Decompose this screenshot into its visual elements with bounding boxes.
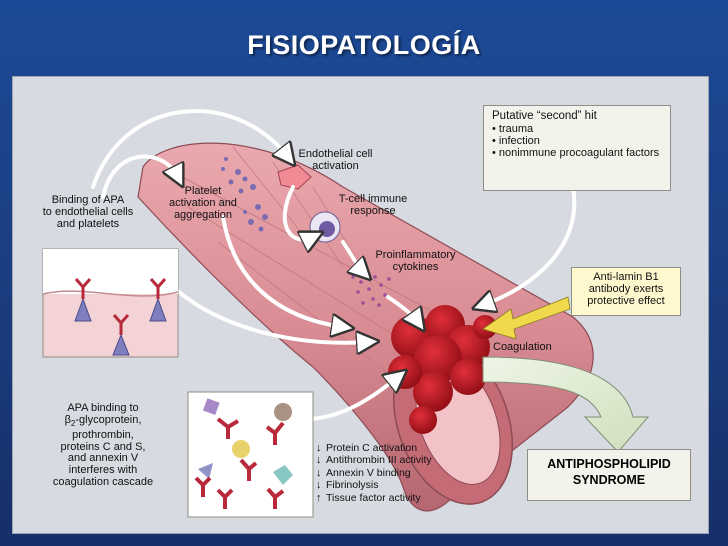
apa-binding-b2-label: APA binding to β2-glycoprotein, prothrom… bbox=[52, 402, 154, 488]
effects-list: ↓Protein C activation ↓Antithrombin III … bbox=[316, 442, 486, 504]
effect-item: ↓Antithrombin III activity bbox=[316, 454, 432, 467]
arrow-down-icon: ↓ bbox=[316, 466, 322, 479]
effect-item: ↓Protein C activation bbox=[316, 442, 418, 454]
lamin-box: Anti-lamin B1 antibody exerts protective… bbox=[571, 267, 681, 316]
arrow-down-icon: ↓ bbox=[316, 479, 322, 492]
endothelial-inset bbox=[42, 248, 179, 358]
second-hit-item: trauma bbox=[492, 123, 664, 135]
second-hit-list: trauma infection nonimmune procoagulant … bbox=[484, 123, 670, 159]
second-hit-box: Putative “second” hit trauma infection n… bbox=[483, 105, 671, 191]
platelet-cluster bbox=[221, 157, 268, 232]
green-arrow bbox=[482, 356, 650, 453]
pathophysiology-figure: Binding of APA to endothelial cells and … bbox=[12, 76, 709, 534]
proinflammatory-label: Proinflammatory cytokines bbox=[375, 249, 456, 273]
second-hit-title: Putative “second” hit bbox=[492, 110, 597, 122]
endothelial-label: Endothelial cell activation bbox=[298, 148, 373, 172]
second-hit-item: nonimmune procoagulant factors bbox=[492, 147, 664, 159]
molecules-inset bbox=[187, 391, 314, 518]
figure-illustration bbox=[42, 109, 650, 518]
binding-apa-label: Binding of APA to endothelial cells and … bbox=[42, 194, 134, 230]
arrow-down-icon: ↓ bbox=[316, 454, 322, 467]
tcell-label: T-cell immune response bbox=[338, 193, 408, 217]
slide-title: FISIOPATOLOGÍA bbox=[247, 30, 481, 60]
coagulation-label: Coagulation bbox=[493, 341, 552, 353]
arrow-down-icon: ↓ bbox=[316, 442, 322, 454]
platelet-label: Platelet activation and aggregation bbox=[169, 185, 237, 221]
effect-item: ↓Fibrinolysis bbox=[316, 479, 379, 492]
effect-item: ↑Tissue factor activity bbox=[316, 491, 421, 504]
arrow-up-icon: ↑ bbox=[316, 491, 322, 504]
second-hit-item: infection bbox=[492, 135, 664, 147]
yellow-arrow bbox=[482, 296, 571, 340]
aps-box: ANTIPHOSPHOLIPID SYNDROME bbox=[527, 449, 691, 501]
effect-item: ↓Annexin V binding bbox=[316, 466, 411, 479]
